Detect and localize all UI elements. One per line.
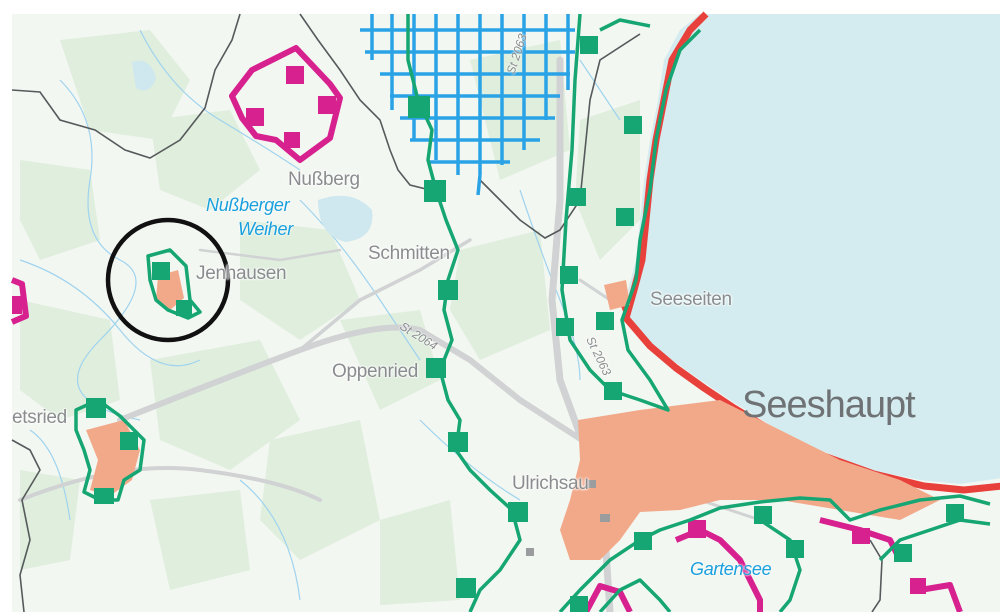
- municipal-boundaries: [11, 13, 883, 612]
- label-seeseiten: Seeseiten: [650, 289, 732, 310]
- label-nussberger: Nußberger: [206, 195, 290, 215]
- label-gartensee: Gartensee: [690, 559, 772, 579]
- highlight-circle: [105, 217, 231, 343]
- label-seeshaupt: Seeshaupt: [742, 384, 916, 426]
- label-nussberg: Nußberg: [288, 169, 360, 190]
- streams: [19, 29, 621, 601]
- label-schmitten: Schmitten: [368, 243, 450, 264]
- label-oppenried: Oppenried: [332, 361, 419, 382]
- label-metsried: etsried: [12, 407, 67, 428]
- lake-water: [628, 14, 1000, 484]
- label-ulrichsau: Ulrichsau: [512, 473, 589, 494]
- woodland-patches: [20, 30, 640, 605]
- label-weiher: Weiher: [238, 219, 293, 239]
- green-boundary-markers: [86, 36, 964, 612]
- green-boundaries: [74, 13, 991, 612]
- label-jenhausen: Jenhausen: [196, 263, 287, 284]
